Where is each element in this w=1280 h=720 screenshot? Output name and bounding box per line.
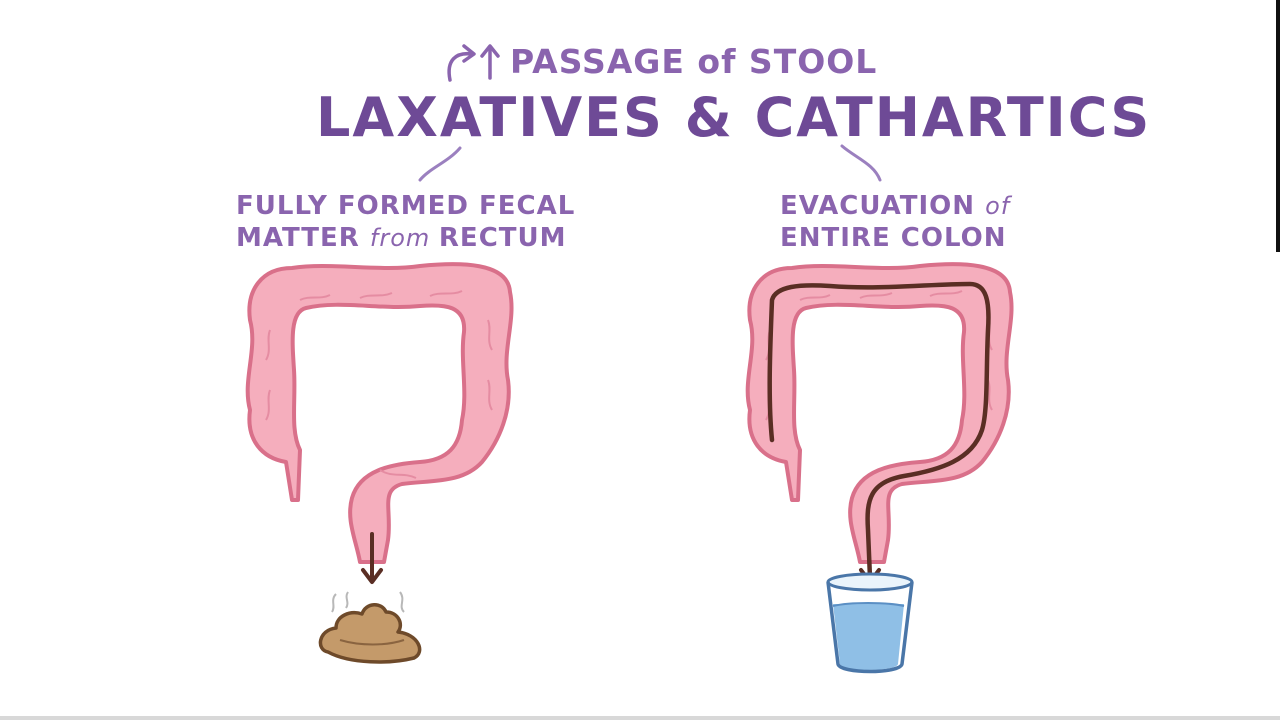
subtitle-text: PASSAGE of STOOL bbox=[510, 42, 878, 81]
right-label-line1-a: EVACUATION bbox=[780, 191, 986, 221]
page-title: LAXATIVES & CATHARTICS bbox=[316, 86, 1152, 149]
stool-icon bbox=[318, 591, 422, 664]
right-connector bbox=[840, 144, 882, 182]
curved-arrow-icon bbox=[447, 44, 500, 82]
rectum-arrow bbox=[361, 532, 383, 584]
bottom-edge-bar bbox=[0, 716, 1280, 720]
left-connector bbox=[418, 146, 462, 182]
right-label-line2: ENTIRE COLON bbox=[780, 223, 1007, 253]
left-label-line1: FULLY FORMED FECAL bbox=[236, 191, 576, 221]
right-edge-bar bbox=[1276, 0, 1280, 252]
evacuation-path bbox=[767, 281, 991, 581]
glass-of-water-icon bbox=[826, 572, 914, 674]
right-label-line1-b: of bbox=[985, 192, 1011, 220]
right-colon bbox=[745, 262, 1014, 584]
left-label-line2-b: from bbox=[369, 224, 439, 252]
left-label-line2-c: RECTUM bbox=[438, 223, 567, 253]
left-colon bbox=[245, 262, 514, 564]
left-label-line2: MATTER from RECTUM bbox=[236, 222, 575, 254]
left-label: FULLY FORMED FECAL MATTER from RECTUM bbox=[236, 190, 575, 254]
right-label: EVACUATION of ENTIRE COLON bbox=[780, 190, 1010, 254]
right-label-line1: EVACUATION of bbox=[780, 190, 1010, 222]
up-arrow-icon bbox=[480, 44, 500, 80]
left-label-line2-a: MATTER bbox=[236, 223, 370, 253]
